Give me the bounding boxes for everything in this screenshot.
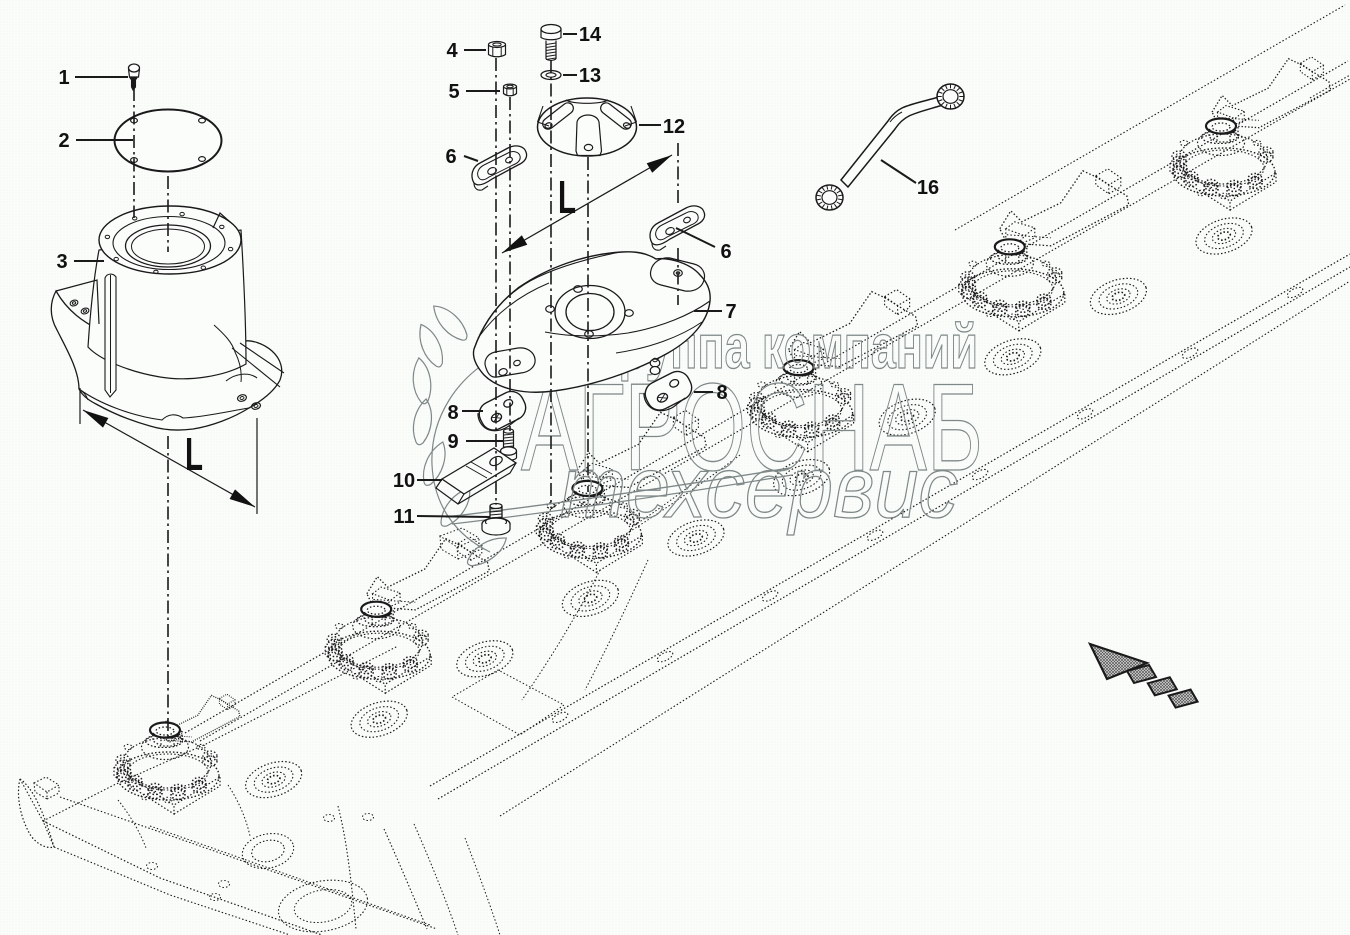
svg-text:L: L: [558, 171, 576, 223]
svg-text:L: L: [185, 428, 203, 480]
svg-text:16: 16: [917, 177, 939, 199]
svg-text:3: 3: [56, 251, 67, 273]
svg-text:6: 6: [445, 146, 456, 168]
svg-text:8: 8: [716, 382, 727, 404]
svg-text:7: 7: [725, 301, 736, 323]
svg-text:10: 10: [393, 470, 415, 492]
svg-text:12: 12: [663, 116, 685, 138]
svg-text:11: 11: [393, 506, 414, 528]
svg-text:4: 4: [446, 40, 458, 62]
svg-text:техсервис: техсервис: [560, 440, 958, 536]
svg-text:9: 9: [447, 431, 458, 453]
svg-text:8: 8: [447, 402, 458, 424]
svg-text:14: 14: [579, 24, 602, 46]
svg-text:13: 13: [579, 65, 601, 87]
svg-text:6: 6: [720, 241, 731, 263]
svg-text:2: 2: [58, 130, 69, 152]
svg-text:1: 1: [58, 67, 69, 89]
svg-text:5: 5: [448, 81, 459, 103]
